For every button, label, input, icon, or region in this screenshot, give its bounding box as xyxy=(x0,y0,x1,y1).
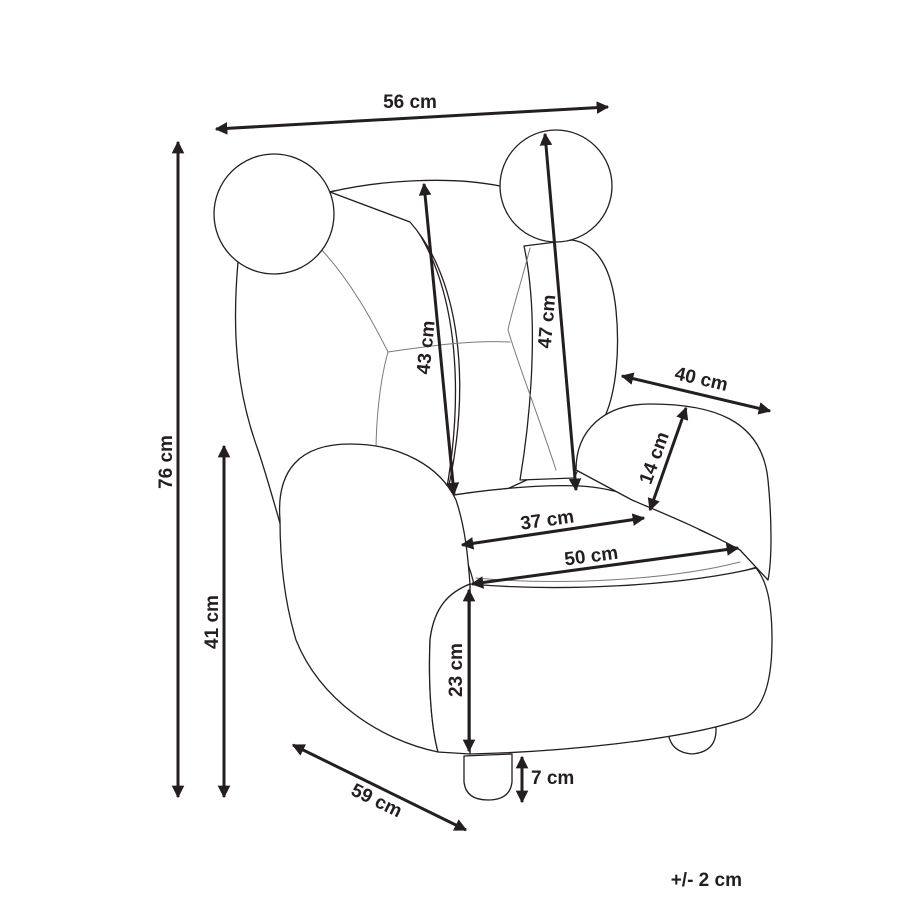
seat-front-block xyxy=(469,567,773,755)
dim-line-overall-depth xyxy=(291,743,468,832)
label-seat-front-height: 23 cm xyxy=(446,643,467,697)
front-leg xyxy=(463,753,513,801)
label-back-height-top: 47 cm xyxy=(535,294,561,350)
dim-line-back-height-top xyxy=(539,132,582,492)
left-armrest-front-panel xyxy=(428,583,471,755)
label-overall-height: 76 cm xyxy=(156,435,177,489)
label-tolerance: +/- 2 cm xyxy=(671,870,742,891)
dim-line-backrest-height xyxy=(418,182,460,496)
right-ear-ball xyxy=(499,129,613,243)
dim-line-armrest-depth xyxy=(620,372,772,415)
dim-line-seat-depth-inner xyxy=(460,513,646,550)
dim-line-seat-width xyxy=(470,543,740,589)
dimension-lines xyxy=(171,101,772,832)
label-leg-height: 7 cm xyxy=(531,768,574,789)
dim-line-armrest-height xyxy=(647,406,689,512)
left-ear-ball xyxy=(213,153,335,275)
dim-line-overall-width xyxy=(214,101,610,135)
label-overall-width: 56 cm xyxy=(383,92,437,113)
armchair-drawing xyxy=(213,129,773,801)
label-seat-height: 41 cm xyxy=(202,595,223,649)
label-backrest-height: 43 cm xyxy=(413,320,439,376)
